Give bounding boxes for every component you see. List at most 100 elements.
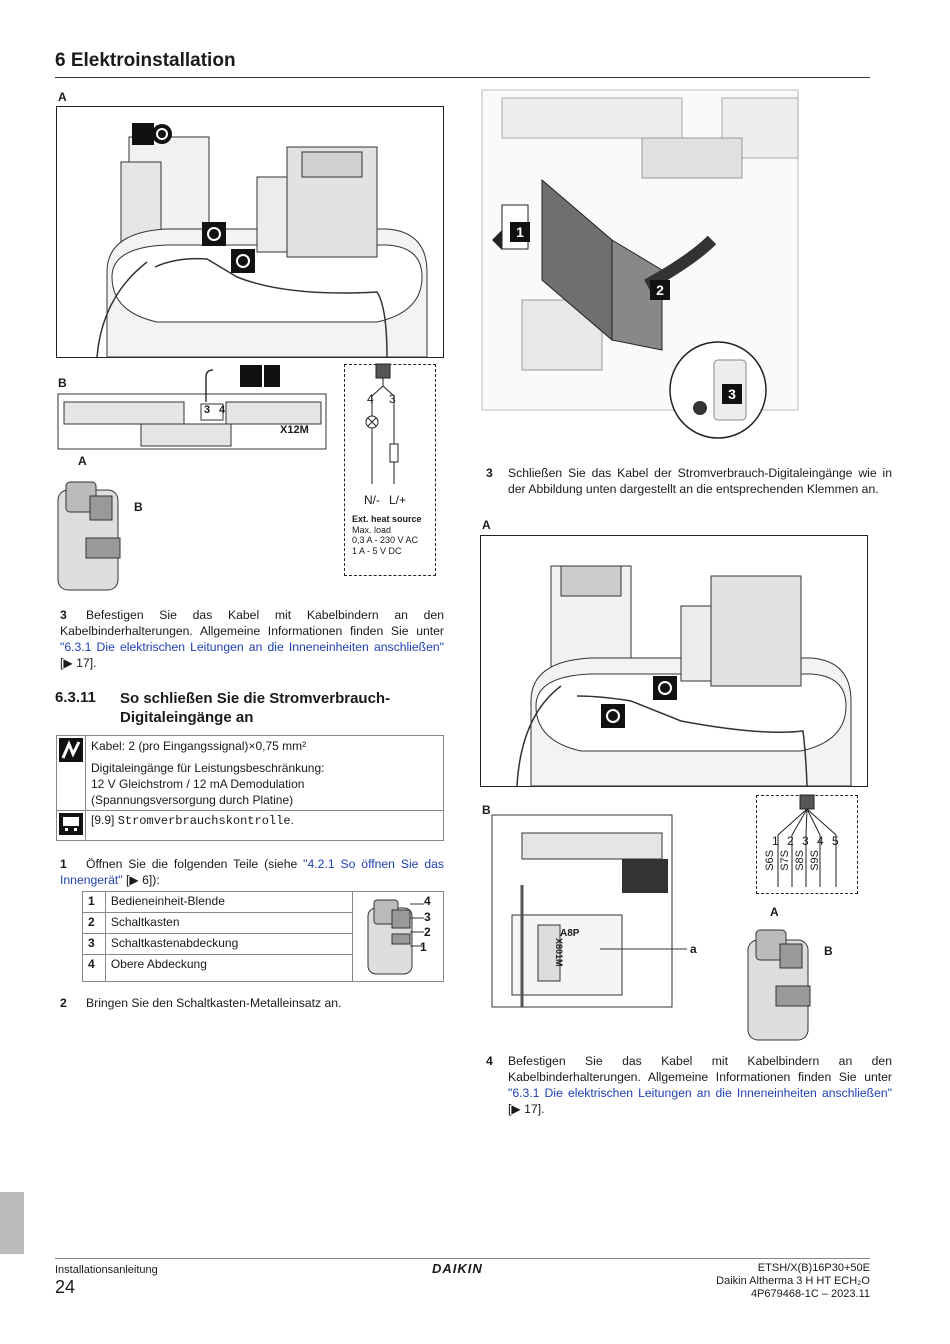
indoor-unit-illustration	[96, 123, 428, 358]
step1: 1 Öffnen Sie die folgenden Teile (siehe "…	[60, 856, 444, 888]
digital-inputs: Digitaleingänge für Leistungsbeschränkun…	[91, 761, 325, 775]
switch-box-insert-illustration	[481, 89, 799, 439]
callout-4: 4	[424, 894, 431, 908]
setting-cell: [9.9] Stromverbrauchskontrolle.	[85, 810, 444, 841]
right-inset-unit-icon	[747, 929, 811, 1041]
step3-right: 3 Schließen Sie das Kabel der Stromverbra…	[486, 465, 892, 497]
callout-3-badge: 3	[722, 384, 742, 404]
polarity-neg: N/-	[364, 493, 380, 507]
terminal-name: X12M	[280, 424, 309, 436]
header-rule	[55, 77, 870, 78]
chapter-side-tab	[0, 1192, 24, 1254]
footer-product: Daikin Altherma 3 H HT ECH₂O	[716, 1275, 870, 1287]
polarity-pos: L/+	[389, 493, 407, 507]
setting-code: [9.9]	[91, 813, 118, 827]
inset-label-b: B	[134, 500, 143, 514]
ext-heat-source-spec: Ext. heat source Max. load 0,3 A - 230 V…	[352, 514, 422, 556]
wire-number-4: 4	[367, 392, 374, 406]
figure-right-label-a: A	[482, 518, 491, 532]
ext-heat-source-title: Ext. heat source	[352, 514, 422, 524]
user-interface-icon	[59, 813, 83, 835]
table-row: 4 Obere Abdeckung	[82, 954, 444, 982]
step4-text: Befestigen Sie das Kabel mit Kabelbinder…	[508, 1054, 892, 1084]
cable-icon-cell	[56, 735, 86, 811]
section-title: So schließen Sie die Stromverbrauch-Digi…	[120, 690, 391, 726]
pin-wiring	[777, 794, 837, 887]
cable-spec: Kabel: 2 (pro Eingangssignal)×0,75 mm²	[91, 739, 307, 753]
brand-logo: DAIKIN	[432, 1261, 483, 1276]
step3-number: 3	[60, 608, 67, 622]
spec-table: Kabel: 2 (pro Eingangssignal)×0,75 mm² D…	[56, 735, 444, 841]
part-name: Obere Abdeckung	[104, 954, 354, 982]
step2-number: 2	[60, 996, 67, 1010]
right-inset-label-b: B	[824, 944, 833, 958]
parts-illustration	[367, 899, 424, 975]
part-name: Schaltkastenabdeckung	[104, 933, 354, 955]
setting-end: .	[290, 813, 294, 827]
footer-doc-id: 4P679468-1C – 2023.11	[750, 1288, 870, 1300]
signal-s9s: S9S	[809, 850, 821, 871]
setting-name: Stromverbrauchskontrolle	[117, 814, 291, 828]
step4-right: 4 Befestigen Sie das Kabel mit Kabelbinde…	[486, 1053, 892, 1117]
cable-spec-cell: Kabel: 2 (pro Eingangssignal)×0,75 mm² D…	[85, 735, 444, 811]
connector-name: X801M	[554, 938, 564, 967]
step1-number: 1	[60, 857, 67, 871]
ui-icon-cell	[56, 810, 86, 841]
ext-ac-rating: 0,3 A - 230 V AC	[352, 535, 419, 545]
board-name: A8P	[560, 928, 580, 939]
footer-doc-type: Installationsanleitung	[55, 1264, 158, 1276]
terminal-number-3: 3	[204, 404, 211, 416]
callout-1-badge: 1	[510, 222, 530, 242]
page-number: 24	[55, 1277, 76, 1297]
wire-number-3: 3	[389, 392, 396, 406]
step3-right-text: Schließen Sie das Kabel der Stromverbrau…	[508, 466, 892, 496]
right-inset-label-a: A	[770, 905, 779, 919]
step3-right-number: 3	[486, 466, 493, 480]
footer-model: ETSH/X(B)16P30+50E	[757, 1262, 870, 1274]
section-number: 6.3.11	[55, 689, 96, 706]
figure-right-a-frame	[480, 535, 868, 787]
table-row: 2 Schaltkasten	[82, 912, 444, 934]
step3-link[interactable]: "6.3.1 Die elektrischen Leitungen an die…	[60, 640, 444, 654]
step3-text: Befestigen Sie das Kabel mit Kabelbinder…	[60, 608, 444, 638]
cable-icon	[59, 738, 83, 762]
footer-rule	[55, 1258, 870, 1259]
parts-illustration-cell	[352, 891, 444, 982]
signal-s7s: S7S	[779, 850, 791, 871]
pin-5: 5	[832, 834, 839, 848]
part-name: Schaltkasten	[104, 912, 354, 934]
pin-2: 2	[787, 834, 794, 848]
step4-link[interactable]: "6.3.1 Die elektrischen Leitungen an die…	[508, 1086, 892, 1100]
signal-s8s: S8S	[794, 850, 806, 871]
parts-table: 1 Bedieneinheit-Blende 2 Schaltkasten 3 …	[82, 891, 444, 982]
table-row: 1 Bedieneinheit-Blende	[82, 891, 444, 982]
part-number: 1	[82, 891, 106, 913]
supply-spec: (Spannungsversorgung durch Platine)	[91, 793, 294, 807]
step1-ref: [▶ 6]):	[122, 873, 160, 887]
inset-unit-icon	[57, 481, 121, 591]
callout-1: 1	[420, 940, 427, 954]
pin-3: 3	[802, 834, 809, 848]
label-a-small: a	[690, 942, 697, 956]
ext-max-load: Max. load	[352, 524, 392, 535]
part-number: 4	[82, 954, 106, 982]
step4-ref: [▶ 17].	[508, 1102, 545, 1116]
signal-s6s: S6S	[764, 850, 776, 871]
indoor-unit-illustration-right	[516, 565, 852, 787]
figure-label-b: B	[58, 376, 67, 390]
callout-3: 3	[424, 910, 431, 924]
part-number: 2	[82, 912, 106, 934]
part-number: 3	[82, 933, 106, 955]
voltage-spec: 12 V Gleichstrom / 12 mA Demodulation	[91, 777, 305, 791]
step1-link[interactable]: "4.2.1 So öffnen Sie das Innengerät"	[60, 857, 444, 887]
ext-dc-rating: 1 A - 5 V DC	[352, 545, 402, 556]
terminal-strip-illustration	[57, 365, 327, 450]
callout-2: 2	[424, 925, 431, 939]
footer-right: ETSH/X(B)16P30+50E Daikin Altherma 3 H H…	[716, 1262, 870, 1301]
figure-a-frame	[56, 106, 444, 358]
step1-text: Öffnen Sie die folgenden Teile (siehe	[86, 857, 304, 871]
step4-number: 4	[486, 1054, 493, 1068]
pcb-illustration	[491, 814, 687, 1008]
